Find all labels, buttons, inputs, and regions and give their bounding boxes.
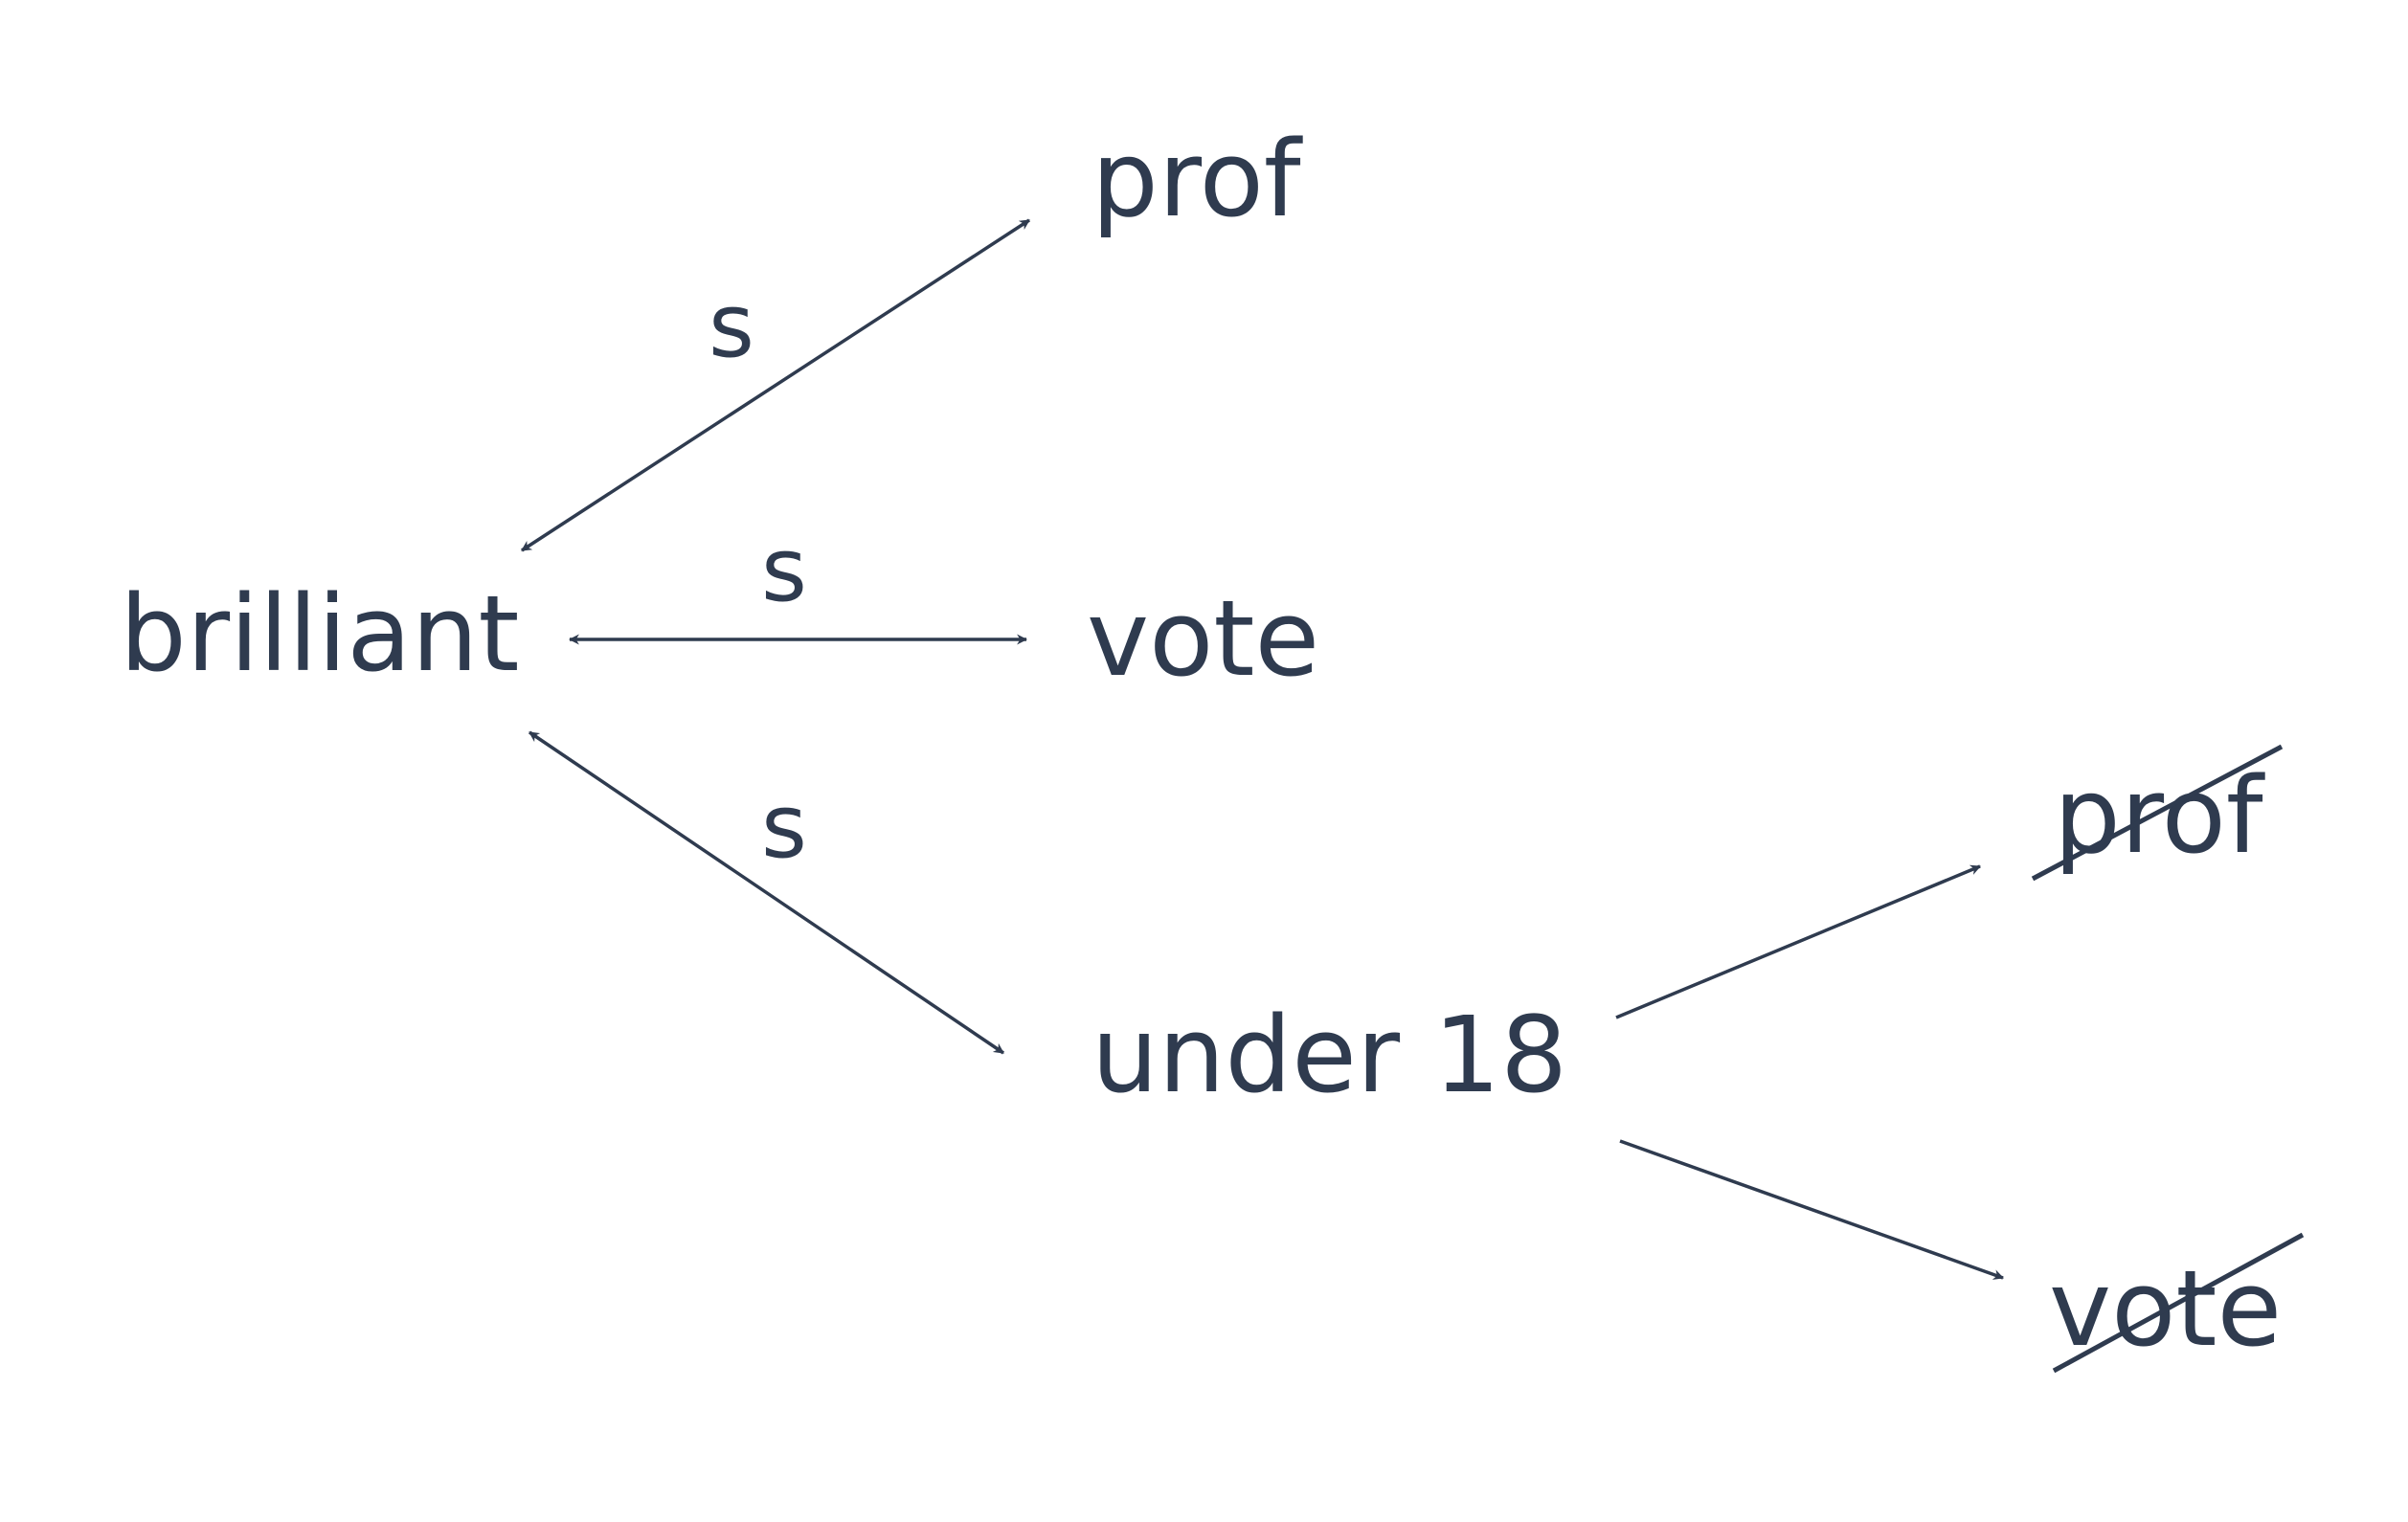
edge-label-brilliant-prof: s [709, 275, 754, 377]
node-under-18: under 18 [1091, 994, 1567, 1116]
edge-brilliant-prof [521, 218, 1030, 552]
edge-label-brilliant-vote: s [761, 519, 807, 621]
edge-under-18-prof [1615, 864, 1982, 1019]
edge-brilliant-under-18 [529, 730, 1004, 1055]
node-brilliant: brilliant [120, 572, 520, 695]
node-vote: vote [1087, 577, 1319, 700]
strikethrough-prof [2031, 744, 2284, 882]
strikethrough-vote [2052, 1232, 2305, 1374]
edge-under-18-vote [1619, 1139, 2005, 1280]
edge-label-brilliant-under-18: s [761, 775, 807, 878]
node-prof: prof [1091, 118, 1303, 240]
